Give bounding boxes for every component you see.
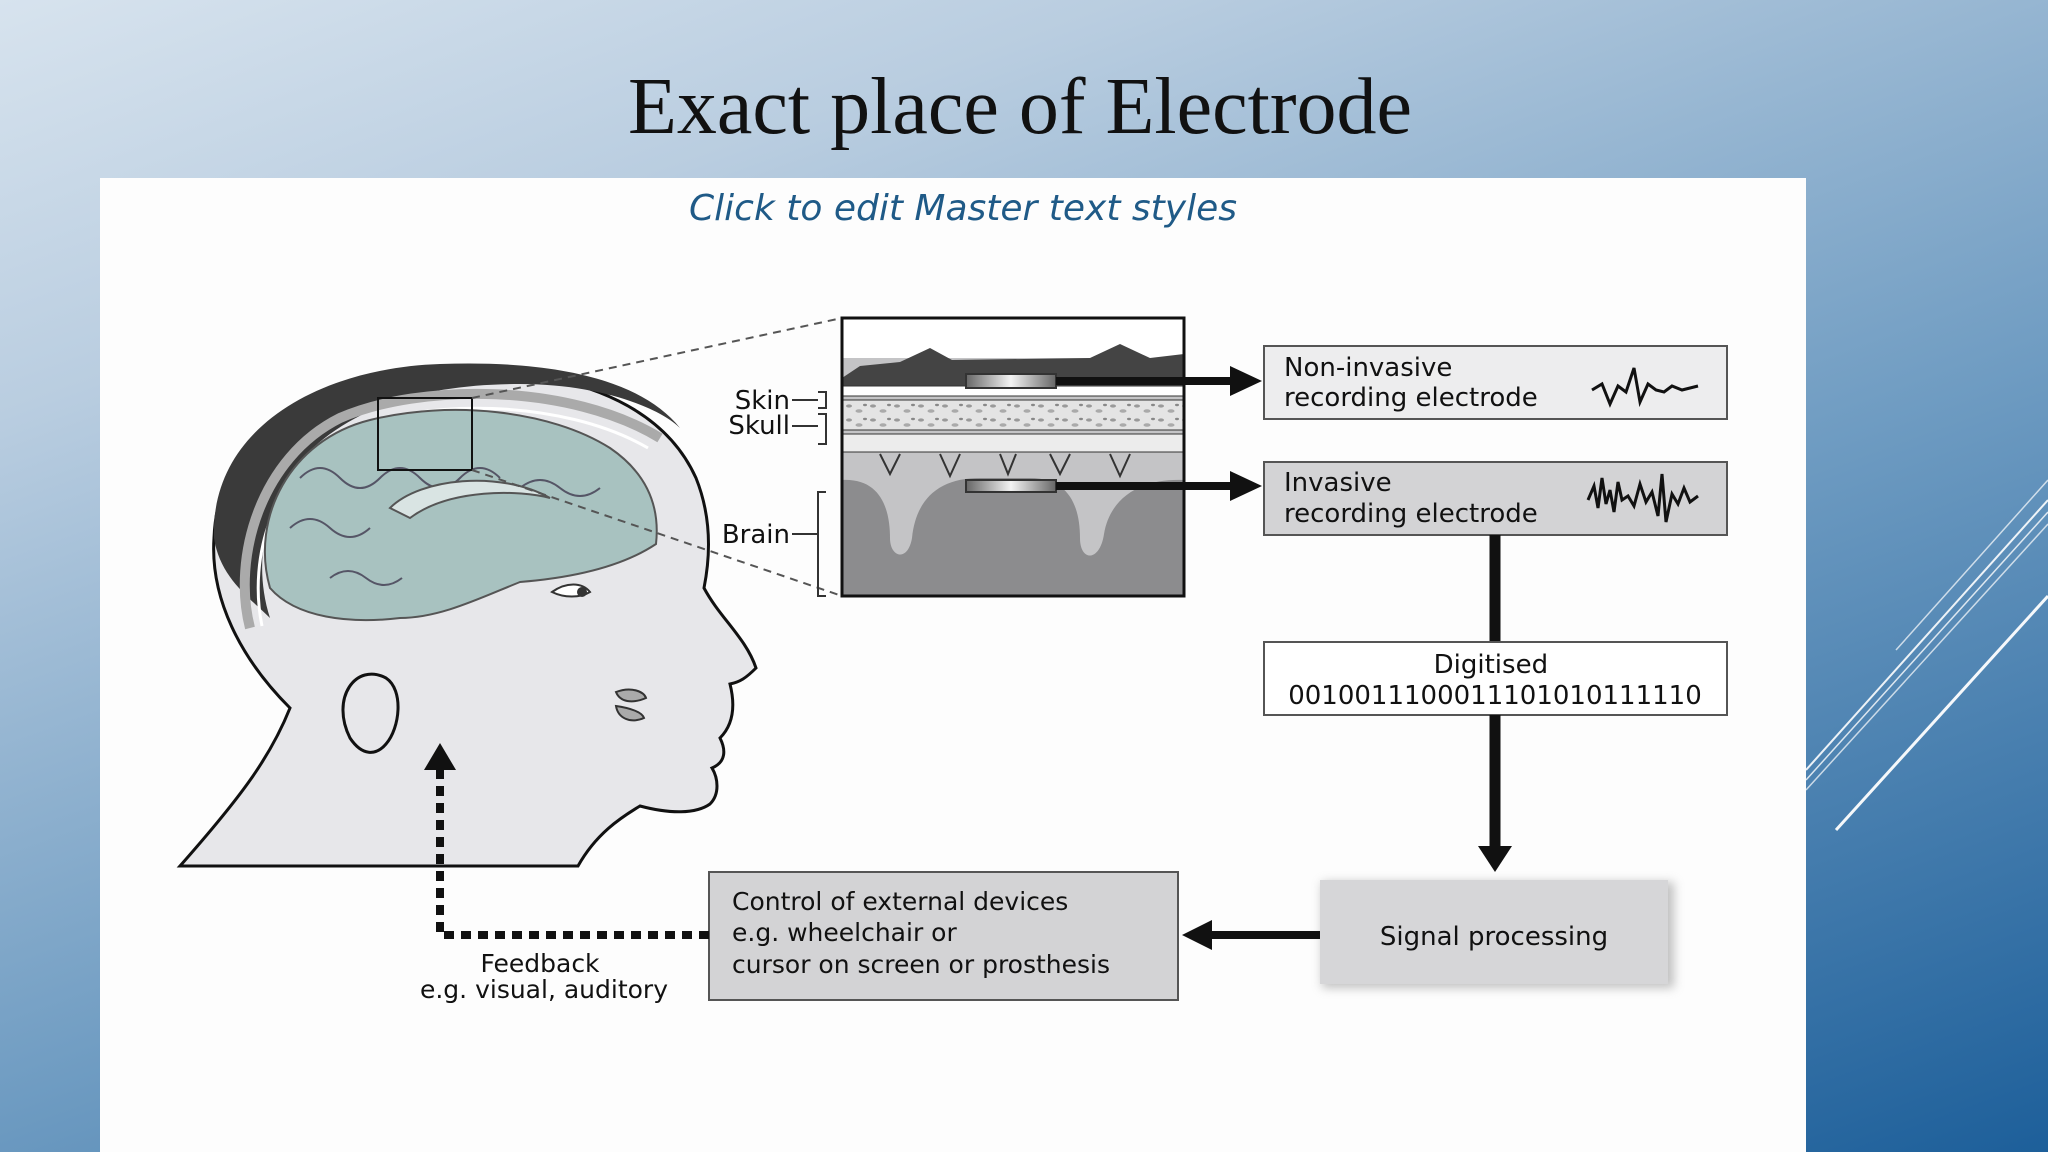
zoom-source-box [377, 397, 473, 471]
brain-shape [263, 408, 658, 622]
brain-surface [842, 478, 1184, 596]
skin-label: Skin [735, 386, 790, 416]
skull-outline [239, 388, 663, 630]
signal-processing-label: Signal processing [1380, 922, 1608, 952]
non-invasive-waveform [1591, 367, 1699, 408]
zoom-line-top [471, 317, 843, 399]
svg-text:Digitised 001001110001: Digitised 0010011100011101010111110 [1288, 650, 1702, 711]
subtitle-placeholder[interactable]: Click to edit Master text styles [689, 188, 1237, 229]
digitised-box: Digitised 0010011100011101010111110 [1263, 641, 1728, 716]
skull-layer [841, 399, 1185, 431]
feedback-arrow [436, 770, 709, 939]
svg-text:Non-invasive recording: Non-invasive recording electrode [1284, 353, 1538, 413]
invasive-waveform [1586, 473, 1699, 523]
decorative-lines [1806, 479, 2048, 832]
head-illustration [176, 363, 758, 868]
non-invasive-line1: Non-invasive [1284, 353, 1452, 383]
ear [341, 672, 400, 754]
non-invasive-line2: recording electrode [1284, 383, 1538, 413]
pupil [577, 587, 587, 597]
svg-text:Feedback e.g. visual, au: Feedback e.g. visual, auditory [420, 949, 668, 1004]
slide-title[interactable]: Exact place of Electrode [628, 63, 1412, 151]
layer-labels: Skin Skull Brain [722, 386, 827, 597]
control-line1: Control of external devices [732, 887, 1068, 916]
skull-label: Skull [728, 411, 790, 441]
svg-text:Control of external devices: Control of external devices e.g. wheelch… [732, 887, 1110, 979]
brain-folds [289, 467, 601, 586]
skin-layer [842, 344, 1184, 386]
control-box: Control of external devices e.g. wheelch… [708, 871, 1179, 1001]
zoom-line-bottom [471, 469, 843, 597]
vessels [879, 453, 1131, 479]
svg-text:Invasive recording ele: Invasive recording electrode [1284, 468, 1538, 529]
invasive-electrode [965, 479, 1057, 493]
corpus-callosum [388, 479, 551, 520]
control-line3: cursor on screen or prosthesis [732, 950, 1110, 979]
non-invasive-electrode [965, 373, 1057, 389]
invasive-box: Invasive recording electrode [1263, 461, 1728, 536]
digitised-label: Digitised [1434, 650, 1548, 680]
brain-label: Brain [722, 520, 790, 550]
control-line2: e.g. wheelchair or [732, 918, 957, 947]
feedback-line2: e.g. visual, auditory [420, 975, 668, 1004]
non-invasive-box: Non-invasive recording electrode [1263, 345, 1728, 420]
inset-frame [840, 316, 1186, 598]
invasive-line1: Invasive [1284, 468, 1392, 498]
dura-layer [841, 433, 1185, 453]
lips [614, 688, 648, 722]
bci-diagram: Skin Skull Brain Non-invasive recording … [176, 316, 1728, 1004]
cross-section-inset [840, 316, 1186, 598]
digitised-binary: 0010011100011101010111110 [1288, 681, 1702, 711]
signal-processing-box: Signal processing [1320, 880, 1674, 988]
feedback-line1: Feedback [480, 949, 600, 978]
content-panel: Click to edit Master text styles [100, 178, 1806, 1152]
invasive-line2: recording electrode [1284, 499, 1538, 529]
